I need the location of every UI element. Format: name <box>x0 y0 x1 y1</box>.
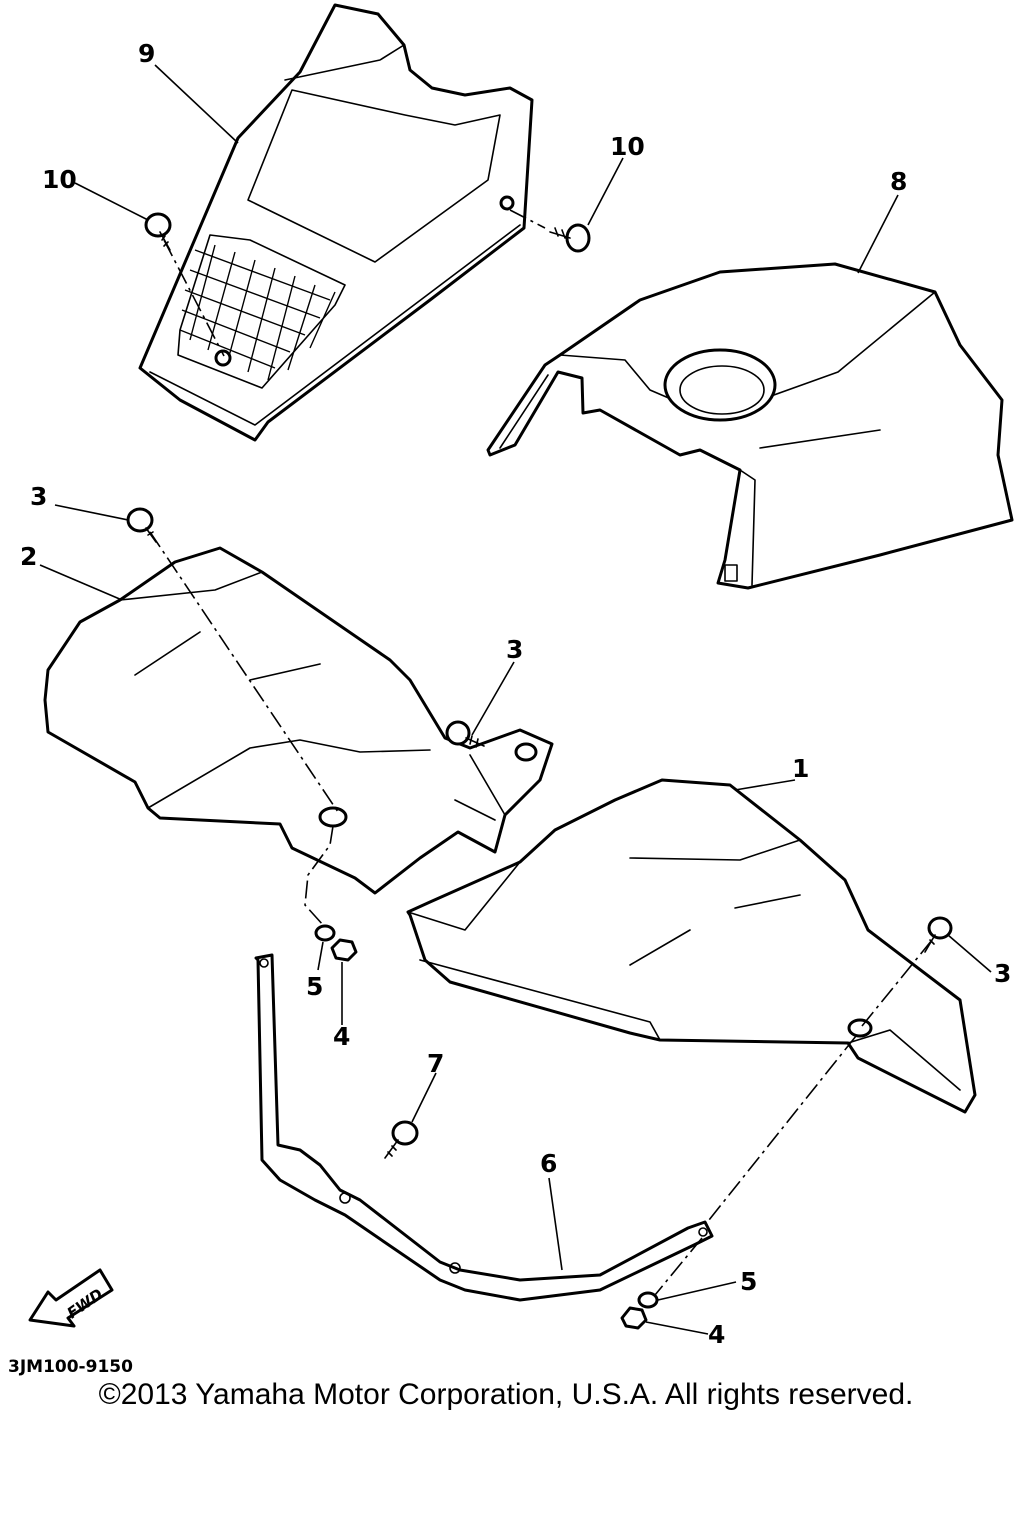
leader-lines <box>39 64 992 1335</box>
bolt-3-right <box>924 916 953 953</box>
callout-3-right: 3 <box>994 959 1011 988</box>
front-fender-part <box>406 778 977 1114</box>
nut-4-right <box>620 1306 648 1330</box>
grille-mesh <box>179 244 336 381</box>
callout-4-right: 4 <box>708 1320 725 1349</box>
callout-3-mid: 3 <box>506 635 523 664</box>
screw-10-left <box>144 212 172 251</box>
fwd-arrow-icon: FWD <box>28 1268 114 1328</box>
callout-10-left: 10 <box>42 165 77 194</box>
bolt-3-top <box>126 507 157 543</box>
callout-5-right: 5 <box>740 1267 757 1296</box>
callout-2: 2 <box>20 542 37 571</box>
drawing-number: 3JM100-9150 <box>8 1357 133 1377</box>
callout-9: 9 <box>138 39 155 68</box>
headlight-cover-part <box>138 3 534 442</box>
bolt-3-mid <box>445 720 485 748</box>
washer-5-right <box>637 1291 659 1309</box>
copyright-notice: ©2013 Yamaha Motor Corporation, U.S.A. A… <box>98 1378 914 1411</box>
callout-3-top: 3 <box>30 482 47 511</box>
bolt-7 <box>384 1120 419 1159</box>
screw-10-right <box>549 223 591 253</box>
callout-8: 8 <box>890 167 907 196</box>
tank-cover-part <box>486 262 1014 590</box>
stay-part <box>254 953 714 1302</box>
callout-6: 6 <box>540 1149 557 1178</box>
assembly-lines <box>149 209 933 1296</box>
callout-4-left: 4 <box>333 1022 350 1051</box>
callout-labels: 9 10 10 8 3 2 3 1 3 5 4 7 6 5 4 <box>20 39 1011 1349</box>
nut-4-left <box>330 938 358 962</box>
callout-7: 7 <box>427 1049 444 1078</box>
rear-fender-part <box>43 546 554 895</box>
callout-5-left: 5 <box>306 972 323 1001</box>
washer-5-left <box>314 924 336 942</box>
callout-10-right: 10 <box>610 132 645 161</box>
callout-1: 1 <box>792 754 809 783</box>
